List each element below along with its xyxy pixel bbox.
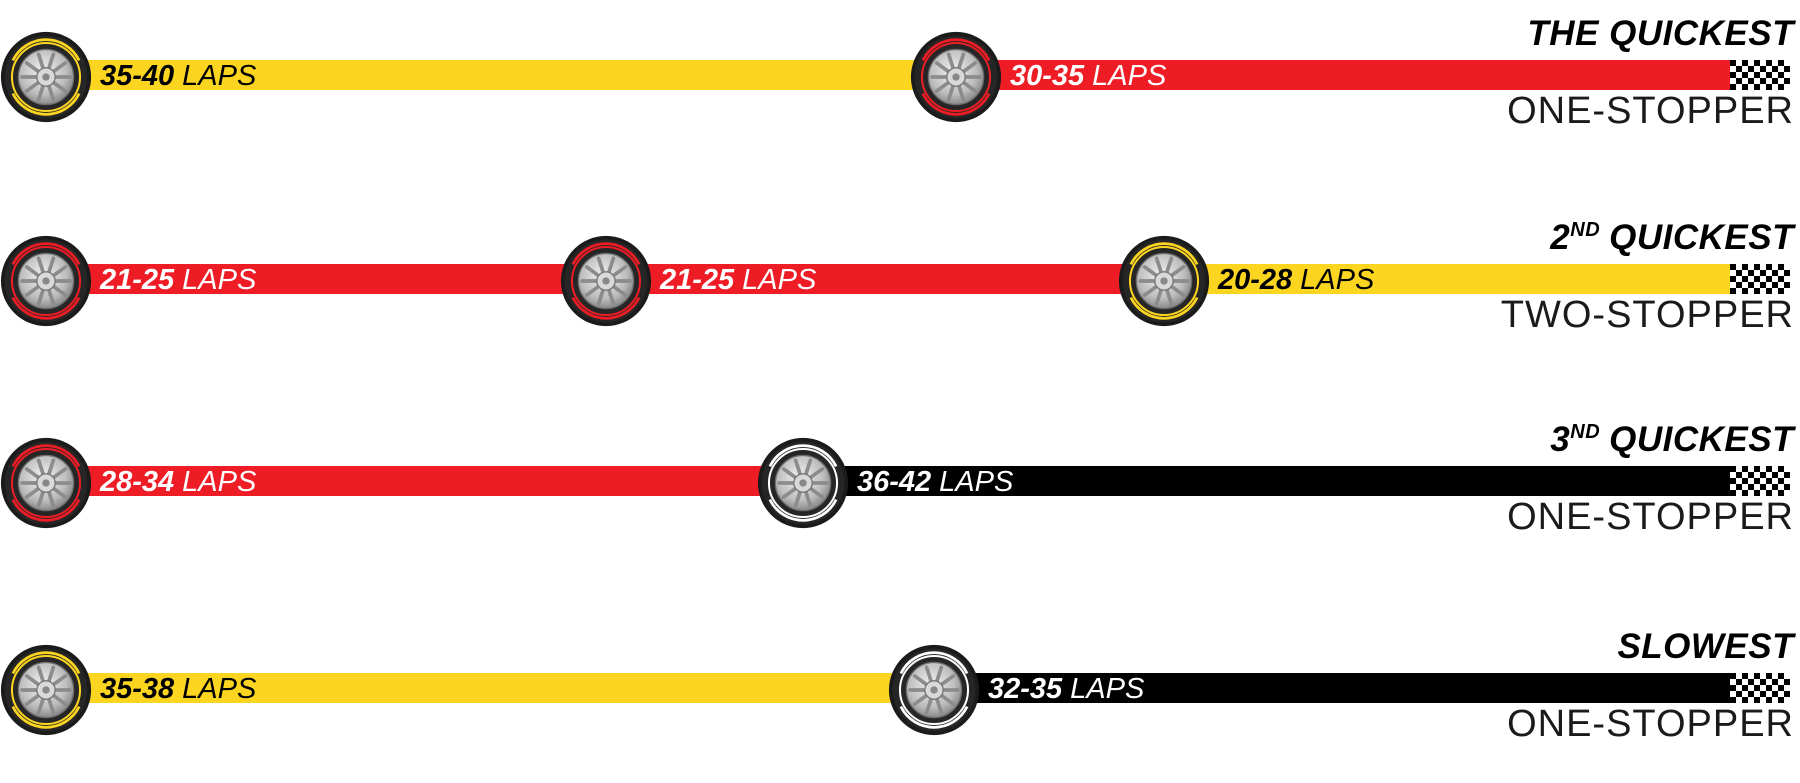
stint-lap-unit: LAPS xyxy=(1300,264,1375,296)
stint-lap-range: 20-28 xyxy=(1218,264,1293,296)
strategy-type: ONE-STOPPER xyxy=(1507,496,1794,538)
stint-lap-range: 21-25 xyxy=(660,264,735,296)
stint-lap-range: 30-35 xyxy=(1010,60,1085,92)
stint-lap-range: 35-38 xyxy=(100,673,175,705)
stint-lap-unit: LAPS xyxy=(939,466,1014,498)
stint-lap-range: 28-34 xyxy=(100,466,175,498)
stint-lap-unit: LAPS xyxy=(182,60,257,92)
stint-bar-soft xyxy=(40,466,797,496)
strategy-type: TWO-STOPPER xyxy=(1500,294,1794,336)
stint-bar-soft xyxy=(600,264,1158,294)
rank-label: THE QUICKEST xyxy=(1527,14,1794,53)
strategy-type: ONE-STOPPER xyxy=(1507,90,1794,132)
tyre-icon-soft xyxy=(0,235,92,327)
rank-number: 2 xyxy=(1550,218,1571,257)
checkered-flag-icon xyxy=(1730,466,1790,496)
tyre-icon-medium xyxy=(1118,235,1210,327)
rank-suffix: ND xyxy=(1570,421,1601,443)
stint-bar-hard xyxy=(797,466,1730,496)
tyre-icon-soft xyxy=(560,235,652,327)
stint-bar-soft xyxy=(40,264,600,294)
stint-lap-range: 21-25 xyxy=(100,264,175,296)
stint-lap-range: 32-35 xyxy=(988,673,1063,705)
stint-bar-hard xyxy=(928,673,1730,703)
rank-number: 3 xyxy=(1550,420,1571,459)
rank-suffix: ND xyxy=(1570,219,1601,241)
stint-bar-medium xyxy=(40,673,928,703)
tyre-icon-medium xyxy=(0,644,92,736)
strategy-type: ONE-STOPPER xyxy=(1507,703,1794,745)
stint-lap-range: 36-42 xyxy=(857,466,932,498)
strategy-rank-title: THE QUICKEST xyxy=(1527,14,1794,54)
stint-lap-unit: LAPS xyxy=(182,673,257,705)
tyre-icon-hard xyxy=(757,437,849,529)
stint-lap-range: 35-40 xyxy=(100,60,175,92)
checkered-flag-icon xyxy=(1730,264,1790,294)
stint-lap-unit: LAPS xyxy=(1070,673,1145,705)
stint-bar-soft xyxy=(950,60,1730,90)
tyre-icon-soft xyxy=(0,437,92,529)
rank-label: QUICKEST xyxy=(1609,420,1794,459)
stint-lap-unit: LAPS xyxy=(742,264,817,296)
stint-lap-unit: LAPS xyxy=(182,466,257,498)
rank-label: SLOWEST xyxy=(1617,627,1794,666)
checkered-flag-icon xyxy=(1730,673,1790,703)
stint-bar-medium xyxy=(1158,264,1730,294)
tyre-icon-medium xyxy=(0,31,92,123)
tyre-icon-hard xyxy=(888,644,980,736)
checkered-flag-icon xyxy=(1730,60,1790,90)
tyre-icon-soft xyxy=(910,31,1002,123)
rank-label: QUICKEST xyxy=(1609,218,1794,257)
stint-bar-medium xyxy=(40,60,950,90)
strategy-rank-title: SLOWEST xyxy=(1617,627,1794,667)
stint-lap-unit: LAPS xyxy=(1092,60,1167,92)
stint-lap-unit: LAPS xyxy=(182,264,257,296)
